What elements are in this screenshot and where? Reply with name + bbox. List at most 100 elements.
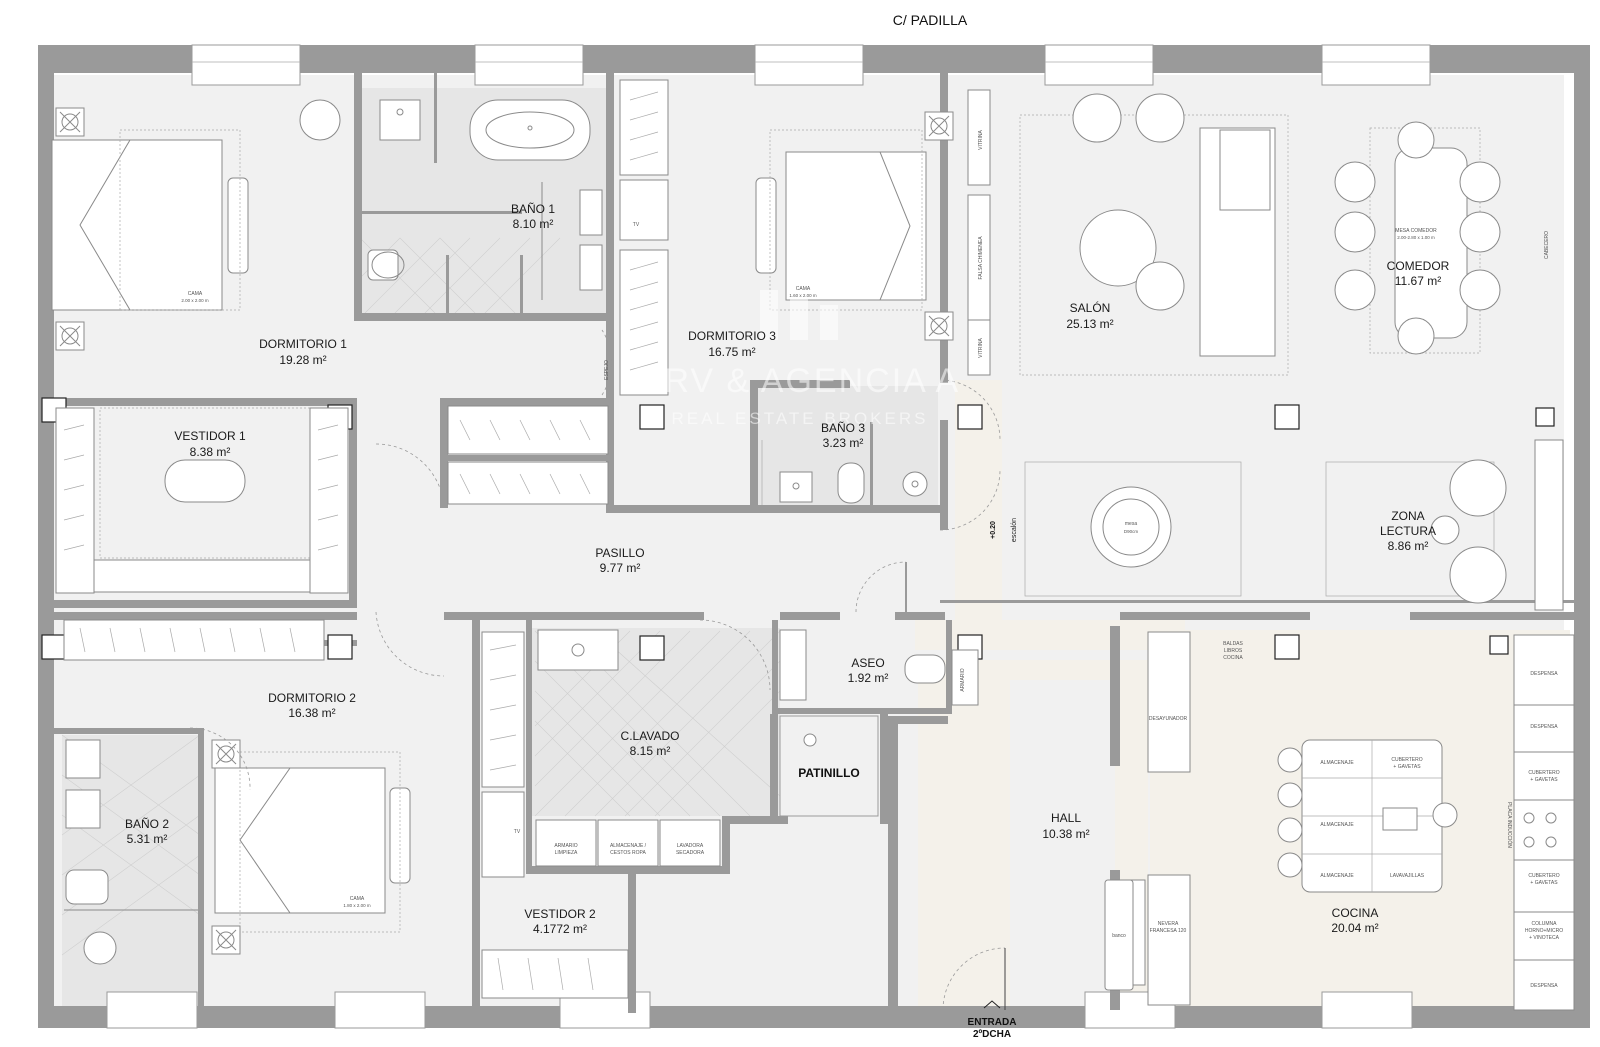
zona-lectura-name-2: LECTURA [1380,524,1436,538]
almacenaje-label-2: CESTOS ROPA [610,850,646,856]
nevera-label-2: FRANCESA 120 [1150,928,1187,934]
desayunador-label: DESAYUNADOR [1149,716,1188,722]
lavadora-label-1: LAVADORA [677,843,704,849]
bano-1-area: 8.10 m² [513,217,554,231]
escalon-label: escalón [1011,518,1018,542]
cocina-area: 20.04 m² [1331,921,1378,935]
dormitorio-3-name: DORMITORIO 3 [688,329,776,343]
vitrina-label-2: VITRINA [978,337,984,357]
watermark: SRV & AGENCIA A REAL ESTATE BROKERS [640,290,960,428]
furniture-labels: CAMA 2.00 x 2.00 m CAMA 1.60 x 2.00 m CA… [181,222,1563,989]
mesa-comedor-size: 2.00-2.80 x 1.00 m [1397,235,1435,240]
lavadora-label-2: SECADORA [676,850,705,856]
isla-cubertero-label-1: CUBERTERO [1391,757,1422,763]
clavado-name: C.LAVADO [621,729,680,743]
dormitorio-1-furniture [51,99,341,351]
bano-3-name: BAÑO 3 [821,421,865,435]
placa-label: PLACA INDUCCIÓN [1506,802,1513,848]
top-windows [191,44,1431,86]
salon-area: 25.13 m² [1066,317,1113,331]
vestidor-1-area: 8.38 m² [190,445,231,459]
baldas-label-2: LIBROS [1224,648,1243,654]
bano-1-name: BAÑO 1 [511,202,555,216]
aseo-area: 1.92 m² [848,671,889,685]
mesa-size: D90cm [1124,529,1139,534]
dormitorio-3-furniture [619,79,954,396]
entrance-marker [983,1000,1001,1009]
cubertero-label-2: + GAVETAS [1530,777,1558,783]
armario-label: ARMARIO [960,668,966,691]
cubertero-label-4: + GAVETAS [1530,880,1558,886]
espejo-label: ESPEJO [604,360,610,380]
dormitorio-2-area: 16.38 m² [288,706,335,720]
entrance-label-2: 2ºDCHA [973,1029,1011,1040]
cama-1-size: 2.00 x 2.00 m [181,298,209,303]
bano-3-furniture [761,440,928,505]
cabecero-label: CABECERO [1544,231,1550,259]
vitrina-label-1: VITRINA [978,129,984,149]
mesa-label: mesa [1125,521,1137,527]
door-swings [189,329,1006,1011]
hall-name: HALL [1051,811,1081,825]
pasillo-area: 9.77 m² [600,561,641,575]
watermark-line-2: REAL ESTATE BROKERS [672,409,929,428]
clavado-area: 8.15 m² [630,744,671,758]
cama-3-size: 1.60 x 2.00 m [789,293,817,298]
street-name: C/ PADILLA [893,12,968,28]
tv-label-1: TV [633,222,640,228]
vestidor-2-furniture [481,629,721,999]
columna-label-1: COLUMNA [1531,921,1557,927]
vestidor-1-furniture [55,407,349,594]
salon-comedor-furniture [967,89,1501,376]
despensa-top-label: DESPENSA [1530,671,1558,677]
zona-lectura-area: 8.86 m² [1388,539,1429,553]
cama-2-label: CAMA [350,896,365,902]
entrance-label-1: ENTRADA [968,1017,1017,1028]
hall-area: 10.38 m² [1042,827,1089,841]
watermark-line-1: SRV & AGENCIA A [640,362,960,400]
dormitorio-1-name: DORMITORIO 1 [259,337,347,351]
aseo-name: ASEO [851,656,884,670]
isla-almacenaje-1-label: ALMACENAJE [1320,760,1354,766]
falsa-chimenea-label: FALSA CHIMENEA [978,236,984,280]
mesa-comedor-label: MESA COMEDOR [1395,228,1437,234]
baldas-label-3: COCINA [1223,655,1243,661]
almacenaje-label-1: ALMACENAJE / [610,843,647,849]
cubertero-label-3: CUBERTERO [1528,873,1559,879]
cocina-name: COCINA [1332,906,1379,920]
baldas-label-1: BALDAS [1223,641,1243,647]
isla-cubertero-label-2: + GAVETAS [1393,764,1421,770]
nevera-label-1: NEVERA [1158,921,1179,927]
bano-2-area: 5.31 m² [127,832,168,846]
columna-label-3: + VINOTECA [1529,935,1560,941]
bano-2-name: BAÑO 2 [125,817,169,831]
rotated-labels: +0.20 escalón PLACA INDUCCIÓN ESPEJO VIT… [604,129,1550,848]
isla-almacenaje-3-label: ALMACENAJE [1320,873,1354,879]
armario-limpieza-label-1: ARMARIO [554,843,577,849]
cama-3-label: CAMA [796,286,811,292]
tv-label-2: TV [514,829,521,835]
room-labels: C/ PADILLA DORMITORIO 1 19.28 m² BAÑO 1 … [125,12,1450,1040]
despensa-bottom-label: DESPENSA [1530,983,1558,989]
dormitorio-3-area: 16.75 m² [708,345,755,359]
dormitorio-2-name: DORMITORIO 2 [268,691,356,705]
despensa-2-label: DESPENSA [1530,724,1558,730]
isla-almacenaje-2-label: ALMACENAJE [1320,822,1354,828]
zona-lectura-furniture [1024,439,1564,611]
banco-label: banco [1112,933,1126,939]
vestidor-1-name: VESTIDOR 1 [174,429,246,443]
isla-lavavajillas-label: LAVAVAJILLAS [1390,873,1425,879]
pasillo-name: PASILLO [595,546,644,560]
cama-2-size: 1.80 x 2.00 m [343,903,371,908]
cama-1-label: CAMA [188,291,203,297]
dormitorio-1-area: 19.28 m² [279,353,326,367]
cocina-furniture [1104,631,1575,1011]
dormitorio-2-furniture [64,739,411,965]
comedor-name: COMEDOR [1387,259,1450,273]
vestidor-2-name: VESTIDOR 2 [524,907,596,921]
cubertero-label-1: CUBERTERO [1528,770,1559,776]
pasillo-wardrobes [63,405,609,661]
escalon-value: +0.20 [990,521,997,539]
bano-3-area: 3.23 m² [823,436,864,450]
